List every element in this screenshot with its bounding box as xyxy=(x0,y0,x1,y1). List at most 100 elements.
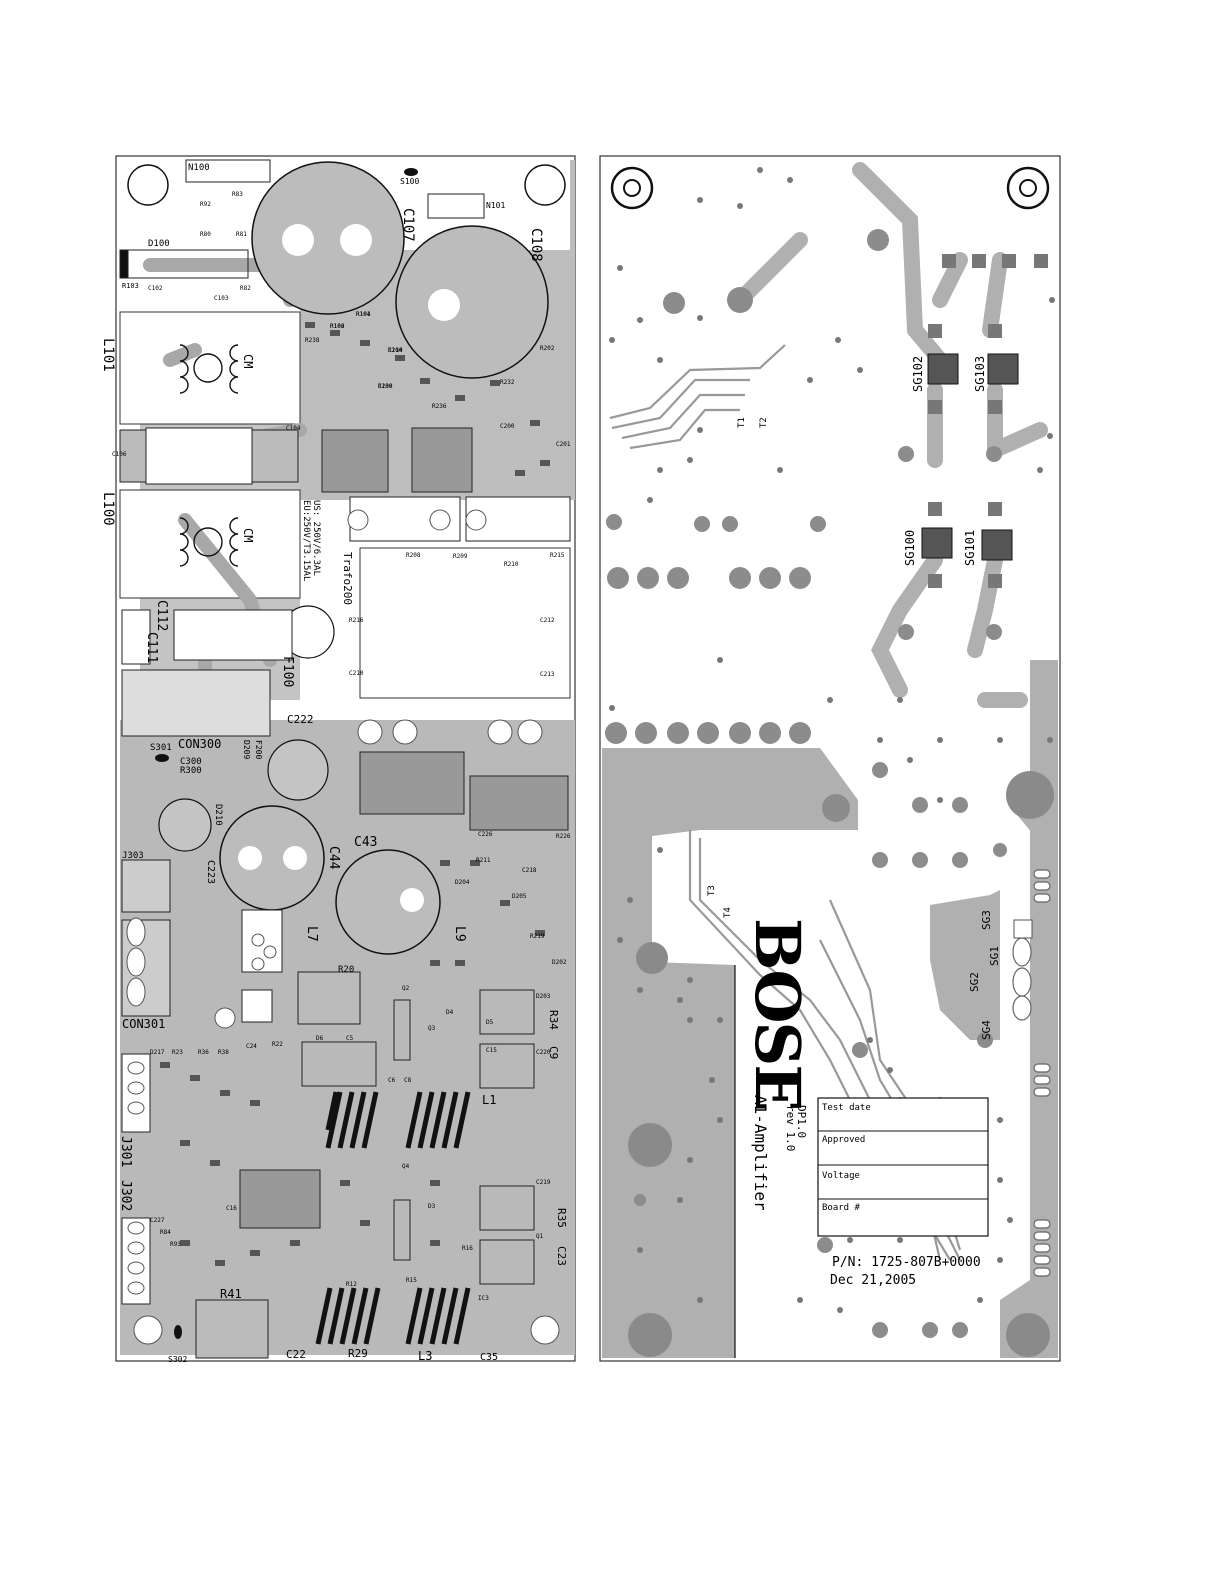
top-connector-pins xyxy=(126,509,543,1295)
via xyxy=(737,203,743,209)
label-trafo: Trafo200 xyxy=(341,552,354,605)
designator-d204: D204 xyxy=(455,879,470,886)
via xyxy=(617,937,623,943)
designator-c201: C201 xyxy=(556,441,571,448)
via xyxy=(687,977,693,983)
heatsink-hatching xyxy=(315,1091,471,1345)
via xyxy=(897,697,903,703)
via xyxy=(1049,297,1055,303)
part-number: P/N: 1725-807B+0000 xyxy=(832,1255,981,1270)
label-j301: J301 xyxy=(118,1136,133,1167)
label-sg3: SG3 xyxy=(980,910,993,930)
label-c22: C22 xyxy=(286,1348,306,1361)
designator-r226: R226 xyxy=(556,833,571,840)
product-name: A1-Amplifier xyxy=(751,1095,770,1211)
via xyxy=(627,897,633,903)
label-r35: R35 xyxy=(555,1208,568,1228)
designator-r216: R216 xyxy=(349,617,364,624)
designator-r230: R230 xyxy=(378,383,393,390)
capacitor-c108 xyxy=(395,225,549,379)
via xyxy=(717,1017,723,1023)
designator-q1: Q1 xyxy=(536,1233,544,1240)
bottom-layer-board: SG102 SG103 SG100 SG101 SG3 SG1 SG2 SG4 … xyxy=(599,155,1061,1362)
label-box-board: Board # xyxy=(822,1203,861,1213)
dp-version: DP1.0 xyxy=(795,1105,808,1138)
designator-r238: R238 xyxy=(305,337,320,344)
switch-s301 xyxy=(155,754,169,762)
choke-l100 xyxy=(179,517,239,567)
label-d209: D209 xyxy=(242,740,251,759)
label-c223: C223 xyxy=(205,860,216,884)
label-r300: R300 xyxy=(180,766,202,776)
label-s100: S100 xyxy=(400,177,419,186)
label-t4: T4 xyxy=(723,907,733,918)
via xyxy=(877,737,883,743)
via xyxy=(677,1197,683,1203)
via xyxy=(997,1177,1003,1183)
via xyxy=(687,457,693,463)
designator-d4: D4 xyxy=(446,1009,454,1016)
label-d210: D210 xyxy=(213,804,223,826)
designator-r219: R219 xyxy=(530,933,545,940)
via xyxy=(1007,1217,1013,1223)
via xyxy=(997,1117,1003,1123)
designator-c103: C103 xyxy=(214,295,229,302)
designator-c200: C200 xyxy=(500,423,515,430)
label-sg101: SG101 xyxy=(963,530,977,566)
designator-r81: R81 xyxy=(236,231,247,238)
via xyxy=(1047,737,1053,743)
label-l1: L1 xyxy=(482,1093,496,1107)
designator-c219: C219 xyxy=(536,1179,551,1186)
designator-c102: C102 xyxy=(148,285,163,292)
via xyxy=(609,705,615,711)
label-r20: R20 xyxy=(338,965,354,975)
top-layer-board: C107 C108 L101 L100 CM CM US: 250V/6.3AL… xyxy=(100,155,576,1364)
bottom-mount-hole-br xyxy=(1006,1313,1050,1357)
label-l7: L7 xyxy=(304,926,319,942)
switch-s302 xyxy=(174,1325,182,1339)
label-sg102: SG102 xyxy=(911,356,925,392)
designator-c24: C24 xyxy=(246,1043,257,1050)
via xyxy=(697,197,703,203)
via xyxy=(897,1237,903,1243)
label-c44: C44 xyxy=(326,846,341,870)
designator-d5: D5 xyxy=(486,1019,494,1026)
capacitor-c44 xyxy=(219,805,325,911)
top-mount-hole-br xyxy=(530,1315,560,1345)
designator-r15: R15 xyxy=(406,1277,417,1284)
capacitor-c43 xyxy=(335,849,441,955)
top-mount-hole-bl xyxy=(133,1315,163,1345)
via xyxy=(709,1077,715,1083)
label-c43: C43 xyxy=(354,835,377,850)
via xyxy=(687,1017,693,1023)
via xyxy=(937,737,943,743)
via xyxy=(837,1307,843,1313)
designator-r83: R83 xyxy=(232,191,243,198)
label-f100: F100 xyxy=(280,656,295,687)
designator-r208: R208 xyxy=(406,552,421,559)
label-d100: D100 xyxy=(148,239,170,249)
spark-gap-pads xyxy=(921,254,1048,588)
label-sg4: SG4 xyxy=(980,1020,993,1040)
via xyxy=(787,177,793,183)
designator-r92: R92 xyxy=(200,201,211,208)
via xyxy=(657,467,663,473)
choke-l101 xyxy=(179,344,239,394)
label-l9: L9 xyxy=(452,926,467,942)
via xyxy=(657,357,663,363)
designator-c8: C8 xyxy=(404,1077,412,1084)
label-c9: C9 xyxy=(547,1046,560,1059)
designator-c220: C220 xyxy=(536,1049,551,1056)
via xyxy=(757,167,763,173)
via xyxy=(907,757,913,763)
designator-q3: Q3 xyxy=(428,1025,436,1032)
designator-r215: R215 xyxy=(550,552,565,559)
label-box-approved: Approved xyxy=(822,1135,865,1145)
label-con301: CON301 xyxy=(122,1017,165,1031)
designator-r80: R80 xyxy=(200,231,211,238)
designator-r101: R101 xyxy=(356,311,371,318)
label-c35: C35 xyxy=(480,1352,498,1363)
designator-r236: R236 xyxy=(432,403,447,410)
via xyxy=(637,987,643,993)
top-smd-pads xyxy=(160,322,550,1266)
